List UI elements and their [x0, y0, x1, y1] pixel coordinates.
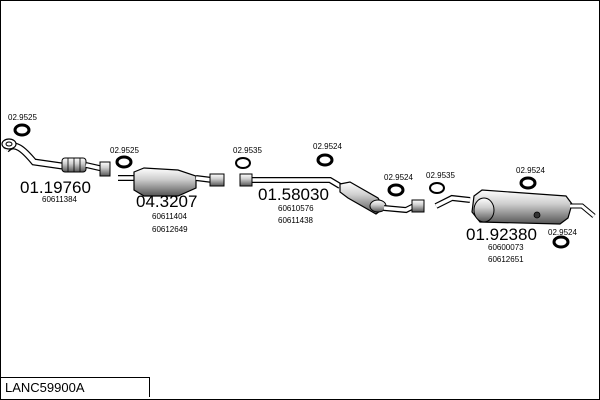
oem-number: 60611438	[278, 216, 314, 225]
front-pipe-icon	[1, 138, 111, 177]
oem-number: 60600073	[488, 243, 524, 252]
rear-silencer-icon	[434, 189, 596, 225]
clamp-number: 02.9524	[384, 173, 413, 182]
clamp-number: 02.9524	[313, 142, 342, 151]
clamp-icon	[316, 153, 334, 167]
part-number: 01.19760	[20, 178, 91, 197]
clamp-icon	[235, 157, 251, 169]
catalytic-converter-icon	[118, 167, 225, 197]
reference-box: LANC59900A	[1, 377, 150, 397]
part-number: 01.58030	[258, 185, 329, 204]
clamp-icon	[519, 176, 537, 190]
clamp-icon	[552, 235, 570, 249]
part-number: 01.92380	[466, 225, 537, 244]
oem-number: 60610576	[278, 204, 314, 213]
clamp-icon	[13, 123, 31, 137]
clamp-number: 02.9525	[8, 113, 37, 122]
oem-number: 60611404	[152, 212, 188, 221]
clamp-number: 02.9535	[233, 146, 262, 155]
center-pipe-icon	[239, 173, 425, 215]
oem-number: 60612649	[152, 225, 188, 234]
clamp-number: 02.9535	[426, 171, 455, 180]
clamp-number: 02.9524	[548, 228, 577, 237]
clamp-number: 02.9524	[516, 166, 545, 175]
reference-code: LANC59900A	[5, 380, 85, 395]
part-number: 04.3207	[136, 192, 197, 211]
clamp-number: 02.9525	[110, 146, 139, 155]
clamp-icon	[429, 182, 445, 194]
clamp-icon	[115, 155, 133, 169]
oem-number: 60612651	[488, 255, 524, 264]
clamp-icon	[387, 183, 405, 197]
oem-number: 60611384	[42, 195, 78, 204]
